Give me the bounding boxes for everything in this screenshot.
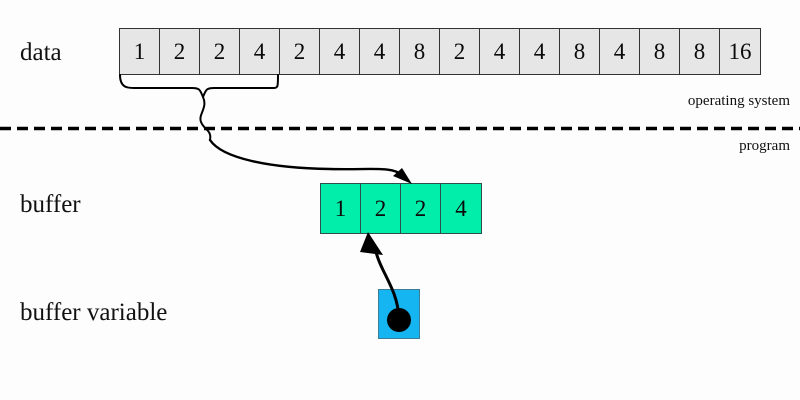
data-cell: 2 bbox=[440, 29, 480, 74]
brace-over-first-four-cells bbox=[119, 74, 279, 98]
data-array: 1 2 2 4 2 4 4 8 2 4 4 8 4 8 8 16 bbox=[119, 28, 761, 75]
row-label-buffer-variable: buffer variable bbox=[20, 299, 168, 326]
buffer-cell: 4 bbox=[441, 184, 481, 233]
data-cell: 8 bbox=[680, 29, 720, 74]
data-cell: 8 bbox=[400, 29, 440, 74]
data-cell: 4 bbox=[240, 29, 280, 74]
row-label-data: data bbox=[20, 39, 62, 66]
buffer-cell: 1 bbox=[321, 184, 361, 233]
data-cell: 4 bbox=[600, 29, 640, 74]
data-cell: 1 bbox=[120, 29, 160, 74]
data-cell: 8 bbox=[640, 29, 680, 74]
boundary-label-program: program bbox=[739, 138, 790, 154]
brace-stem-through-boundary bbox=[199, 96, 212, 141]
buffer-cell: 2 bbox=[401, 184, 441, 233]
data-cell: 4 bbox=[360, 29, 400, 74]
data-cell: 4 bbox=[320, 29, 360, 74]
buffer-cell: 2 bbox=[361, 184, 401, 233]
boundary-label-operating-system: operating system bbox=[687, 93, 790, 109]
data-cell: 2 bbox=[160, 29, 200, 74]
buffer-array: 1 2 2 4 bbox=[320, 183, 482, 234]
data-cell: 2 bbox=[200, 29, 240, 74]
data-cell: 2 bbox=[280, 29, 320, 74]
row-label-buffer: buffer bbox=[20, 191, 81, 218]
buffer-variable-box bbox=[378, 289, 420, 339]
data-cell: 4 bbox=[480, 29, 520, 74]
arrow-buffer-variable-to-buffer-head bbox=[360, 232, 383, 255]
data-cell: 16 bbox=[720, 29, 760, 74]
data-cell: 4 bbox=[520, 29, 560, 74]
arrow-data-to-buffer-head bbox=[393, 168, 412, 184]
data-cell: 8 bbox=[560, 29, 600, 74]
arrow-data-to-buffer-shaft bbox=[208, 138, 404, 177]
